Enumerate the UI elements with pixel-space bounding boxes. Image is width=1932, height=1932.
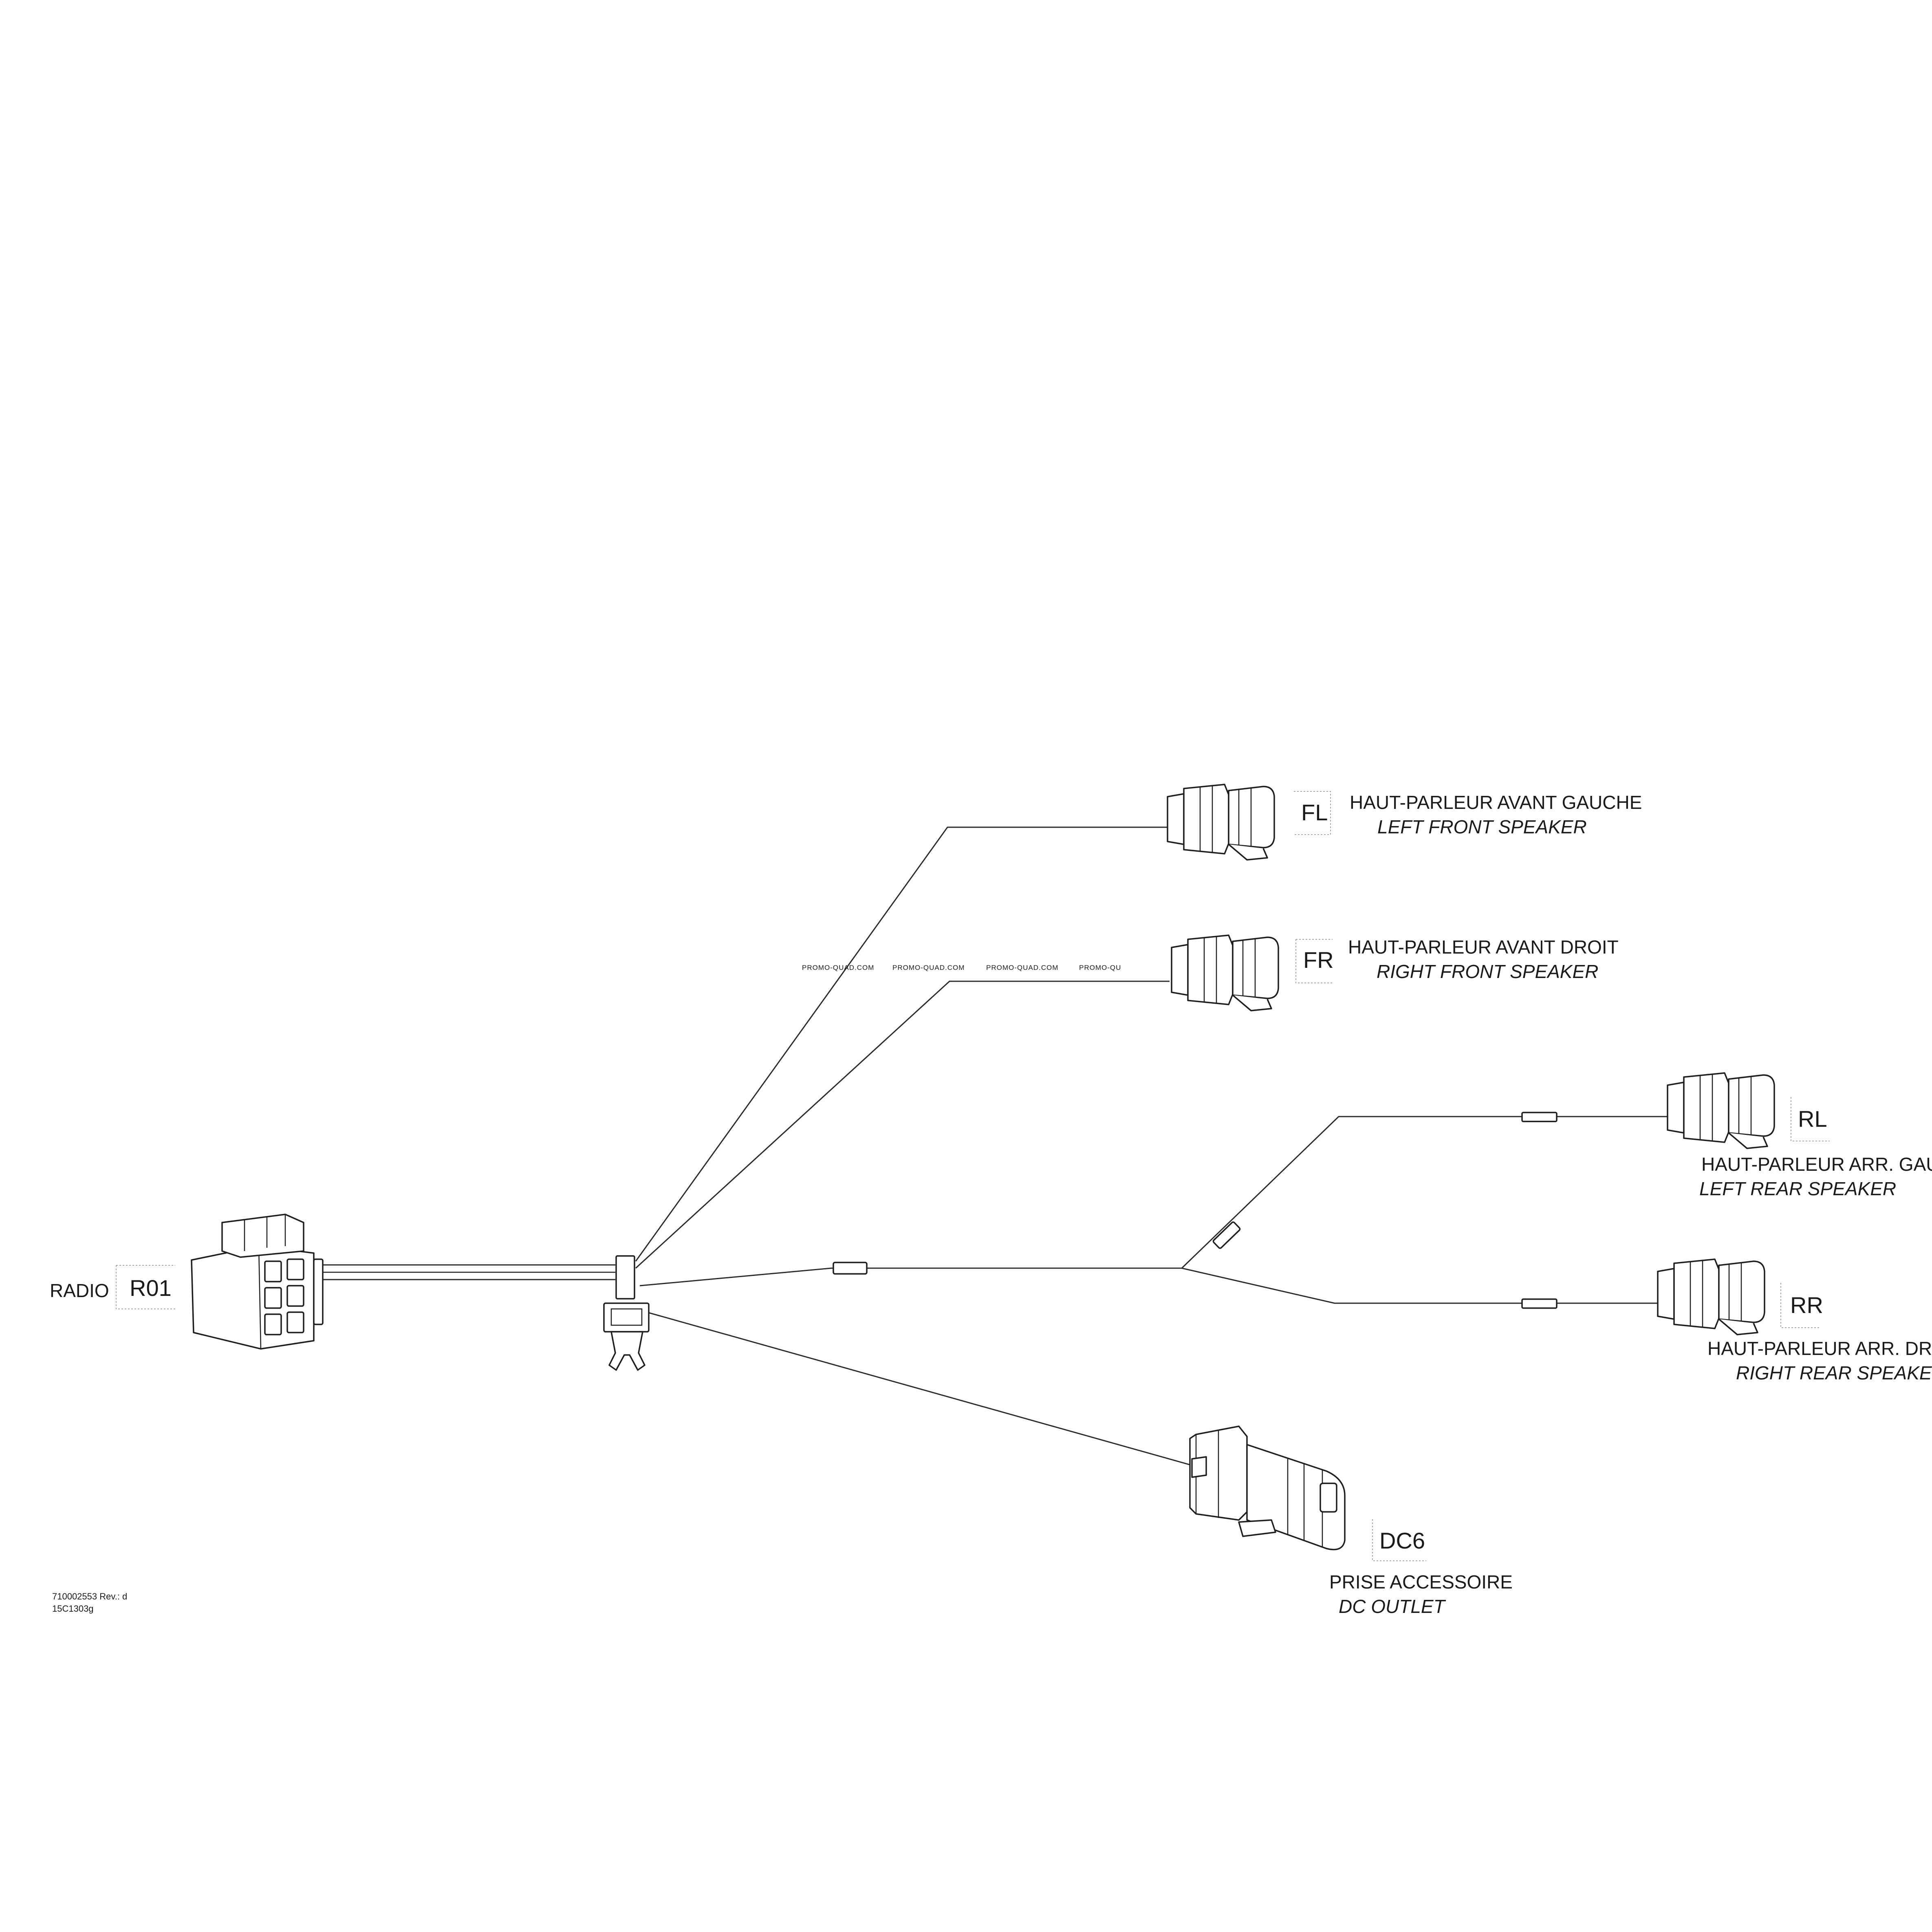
fl-connector [1167,784,1275,861]
dc6-code-box [1372,1519,1426,1561]
watermark-2: PROMO-QUAD.COM [892,964,965,972]
fl-label-fr: HAUT-PARLEUR AVANT GAUCHE [1350,792,1642,813]
dc6-code: DC6 [1379,1528,1425,1553]
watermark-3: PROMO-QUAD.COM [986,964,1058,972]
wire-fr [635,980,1170,1269]
part-number: 710002553 Rev.: d [52,1591,127,1602]
wire-rear-trunk [639,1267,1182,1287]
splice-rr [1521,1298,1557,1309]
dc6-label-fr: PRISE ACCESSOIRE [1329,1571,1513,1593]
fr-label-fr: HAUT-PARLEUR AVANT DROIT [1348,936,1619,958]
harness-wires [310,826,1669,1468]
rr-label-en: RIGHT REAR SPEAKER [1736,1362,1932,1383]
splice-rl-diagonal [1212,1221,1241,1249]
splice-rear-trunk [833,1262,868,1275]
fl-label-en: LEFT FRONT SPEAKER [1377,816,1587,837]
watermark-1: PROMO-QUAD.COM [802,964,874,972]
dc6-label-en: DC OUTLET [1339,1596,1446,1617]
rr-label-fr: HAUT-PARLEUR ARR. DROIT [1707,1338,1932,1359]
radio-connector [191,1214,324,1350]
watermark-4: PROMO-QU [1079,964,1121,972]
rr-connector [1657,1258,1765,1335]
dc6-connector [1189,1425,1346,1551]
radio-label: RADIO [50,1280,109,1301]
splice-rl [1521,1112,1557,1122]
radio-code-box [116,1265,175,1309]
wire-fl [635,826,1170,1262]
rl-code-box [1791,1097,1830,1141]
rl-label-en: LEFT REAR SPEAKER [1699,1178,1896,1199]
rl-code: RL [1798,1106,1827,1132]
radio-code: R01 [130,1275,172,1301]
wire-dc6 [643,1311,1198,1468]
fr-connector [1171,934,1279,1011]
fr-code-box [1295,939,1333,983]
figure-id: 15C1303g [52,1604,94,1614]
rr-code: RR [1790,1292,1823,1318]
fl-code-box [1294,791,1331,835]
rl-connector [1667,1072,1775,1149]
harness-clip [603,1255,650,1371]
rl-label-fr: HAUT-PARLEUR ARR. GAUCHE [1701,1154,1932,1175]
fr-code: FR [1303,947,1334,973]
fl-code: FL [1301,800,1328,825]
fr-label-en: RIGHT FRONT SPEAKER [1377,961,1598,982]
wire-rr [1181,1267,1661,1304]
wire-rl [1181,1116,1669,1269]
